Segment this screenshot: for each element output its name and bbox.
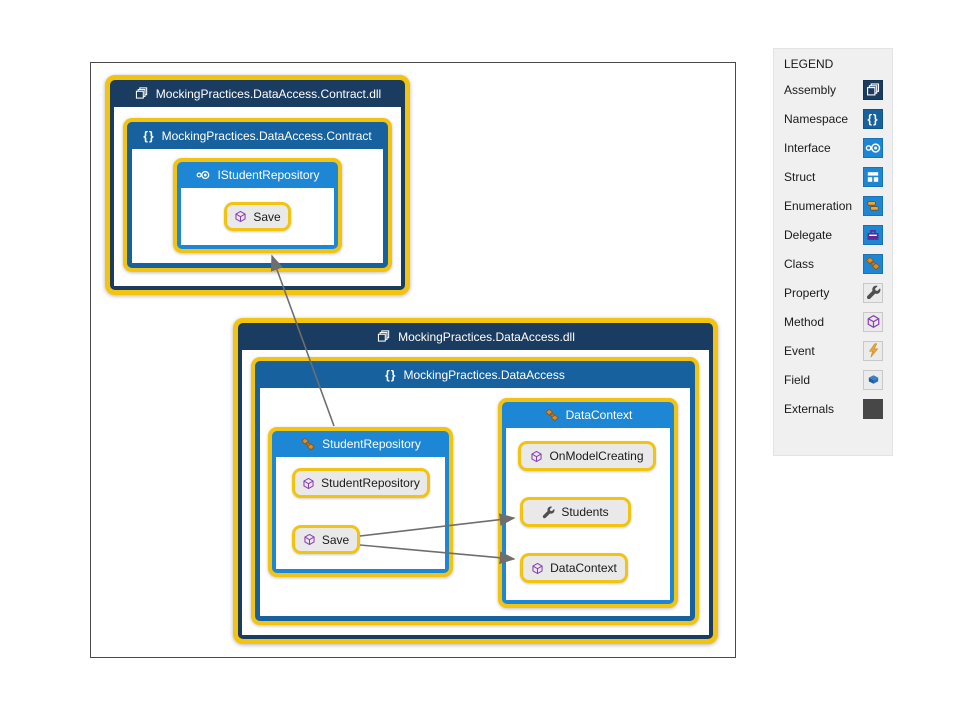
- legend-row-enumeration[interactable]: Enumeration: [774, 191, 892, 220]
- legend-row-event[interactable]: Event: [774, 336, 892, 365]
- interface-node-istudentrepository[interactable]: IStudentRepository Save: [173, 158, 342, 253]
- class-header[interactable]: StudentRepository: [272, 431, 449, 457]
- method-icon: [235, 210, 246, 223]
- member-label: Students: [561, 505, 609, 519]
- member-label: StudentRepository: [321, 476, 420, 490]
- member-label: OnModelCreating: [549, 449, 644, 463]
- class-icon: [544, 408, 559, 421]
- interface-content: Save: [181, 188, 334, 245]
- namespace-node-dataaccess[interactable]: {} MockingPractices.DataAccess: [251, 357, 699, 625]
- legend-row-externals[interactable]: Externals: [774, 394, 892, 423]
- namespace-icon: {}: [385, 367, 397, 382]
- legend-row-method[interactable]: Method: [774, 307, 892, 336]
- legend-row-struct[interactable]: Struct: [774, 162, 892, 191]
- struct-icon: [863, 166, 883, 187]
- enumeration-icon: [863, 195, 883, 216]
- assembly-header[interactable]: MockingPractices.DataAccess.Contract.dll: [110, 80, 405, 107]
- assembly-node-dataaccess-dll[interactable]: MockingPractices.DataAccess.dll {} Mocki…: [233, 318, 718, 644]
- interface-icon: [863, 137, 883, 158]
- property-icon: [543, 506, 555, 518]
- assembly-title: MockingPractices.DataAccess.Contract.dll: [155, 86, 382, 101]
- legend-row-assembly[interactable]: Assembly: [774, 75, 892, 104]
- class-node-datacontext[interactable]: DataContext OnModelCreating: [498, 398, 678, 608]
- event-icon: [863, 340, 883, 361]
- namespace-title: MockingPractices.DataAccess: [403, 367, 565, 382]
- legend-row-delegate[interactable]: Delegate: [774, 220, 892, 249]
- member-node-studentrepository-ctor[interactable]: StudentRepository: [292, 468, 430, 498]
- class-content: StudentRepository Save: [276, 457, 445, 569]
- legend-row-class[interactable]: Class: [774, 249, 892, 278]
- method-icon: [532, 562, 543, 574]
- class-icon: [301, 437, 315, 450]
- field-icon: [863, 369, 883, 390]
- namespace-title: MockingPractices.DataAccess.Contract: [161, 128, 372, 143]
- method-icon: [303, 477, 314, 489]
- legend-row-property[interactable]: Property: [774, 278, 892, 307]
- method-icon: [304, 533, 315, 546]
- class-content: OnModelCreating Students: [506, 428, 670, 600]
- interface-header[interactable]: IStudentRepository: [177, 162, 338, 188]
- assembly-content: {} MockingPractices.DataAccess: [242, 350, 709, 635]
- namespace-icon: {}: [143, 128, 155, 143]
- class-node-studentrepository[interactable]: StudentRepository StudentRepository: [268, 427, 453, 577]
- namespace-node-contract[interactable]: {} MockingPractices.DataAccess.Contract: [123, 118, 392, 272]
- legend-row-interface[interactable]: Interface: [774, 133, 892, 162]
- member-label: Save: [321, 532, 350, 547]
- method-icon: [531, 450, 543, 462]
- legend-row-field[interactable]: Field: [774, 365, 892, 394]
- assembly-icon: [378, 330, 390, 342]
- assembly-content: {} MockingPractices.DataAccess.Contract: [114, 107, 401, 286]
- namespace-content: IStudentRepository Save: [132, 149, 383, 263]
- namespace-icon: {}: [863, 108, 883, 129]
- externals-icon: [863, 398, 883, 419]
- class-title: StudentRepository: [322, 437, 421, 451]
- assembly-header[interactable]: MockingPractices.DataAccess.dll: [238, 323, 713, 350]
- namespace-header[interactable]: {} MockingPractices.DataAccess: [255, 361, 695, 388]
- property-icon: [863, 282, 883, 303]
- member-node-students[interactable]: Students: [520, 497, 631, 527]
- interface-title: IStudentRepository: [217, 168, 320, 182]
- member-node-onmodelcreating[interactable]: OnModelCreating: [518, 441, 656, 471]
- legend-panel: LEGEND Assembly Namespace {} Interface: [773, 48, 893, 456]
- legend-title: LEGEND: [784, 57, 834, 71]
- member-node-save[interactable]: Save: [292, 525, 360, 554]
- class-icon: [863, 253, 883, 274]
- legend-row-namespace[interactable]: Namespace {}: [774, 104, 892, 133]
- class-title: DataContext: [565, 408, 633, 422]
- member-node-save-interface[interactable]: Save: [224, 202, 291, 231]
- assembly-node-contract-dll[interactable]: MockingPractices.DataAccess.Contract.dll…: [105, 75, 410, 295]
- diagram-canvas: MockingPractices.DataAccess.Contract.dll…: [90, 62, 736, 658]
- member-label: DataContext: [550, 561, 617, 575]
- assembly-icon: [863, 79, 883, 100]
- class-header[interactable]: DataContext: [502, 402, 674, 428]
- interface-icon: [197, 170, 210, 180]
- member-node-datacontext-ctor[interactable]: DataContext: [520, 553, 628, 583]
- member-label: Save: [253, 209, 281, 224]
- assembly-title: MockingPractices.DataAccess.dll: [398, 329, 575, 344]
- namespace-header[interactable]: {} MockingPractices.DataAccess.Contract: [127, 122, 388, 149]
- delegate-icon: [863, 224, 883, 245]
- namespace-content: StudentRepository StudentRepository: [260, 388, 690, 616]
- method-icon: [863, 311, 883, 332]
- assembly-icon: [135, 87, 147, 99]
